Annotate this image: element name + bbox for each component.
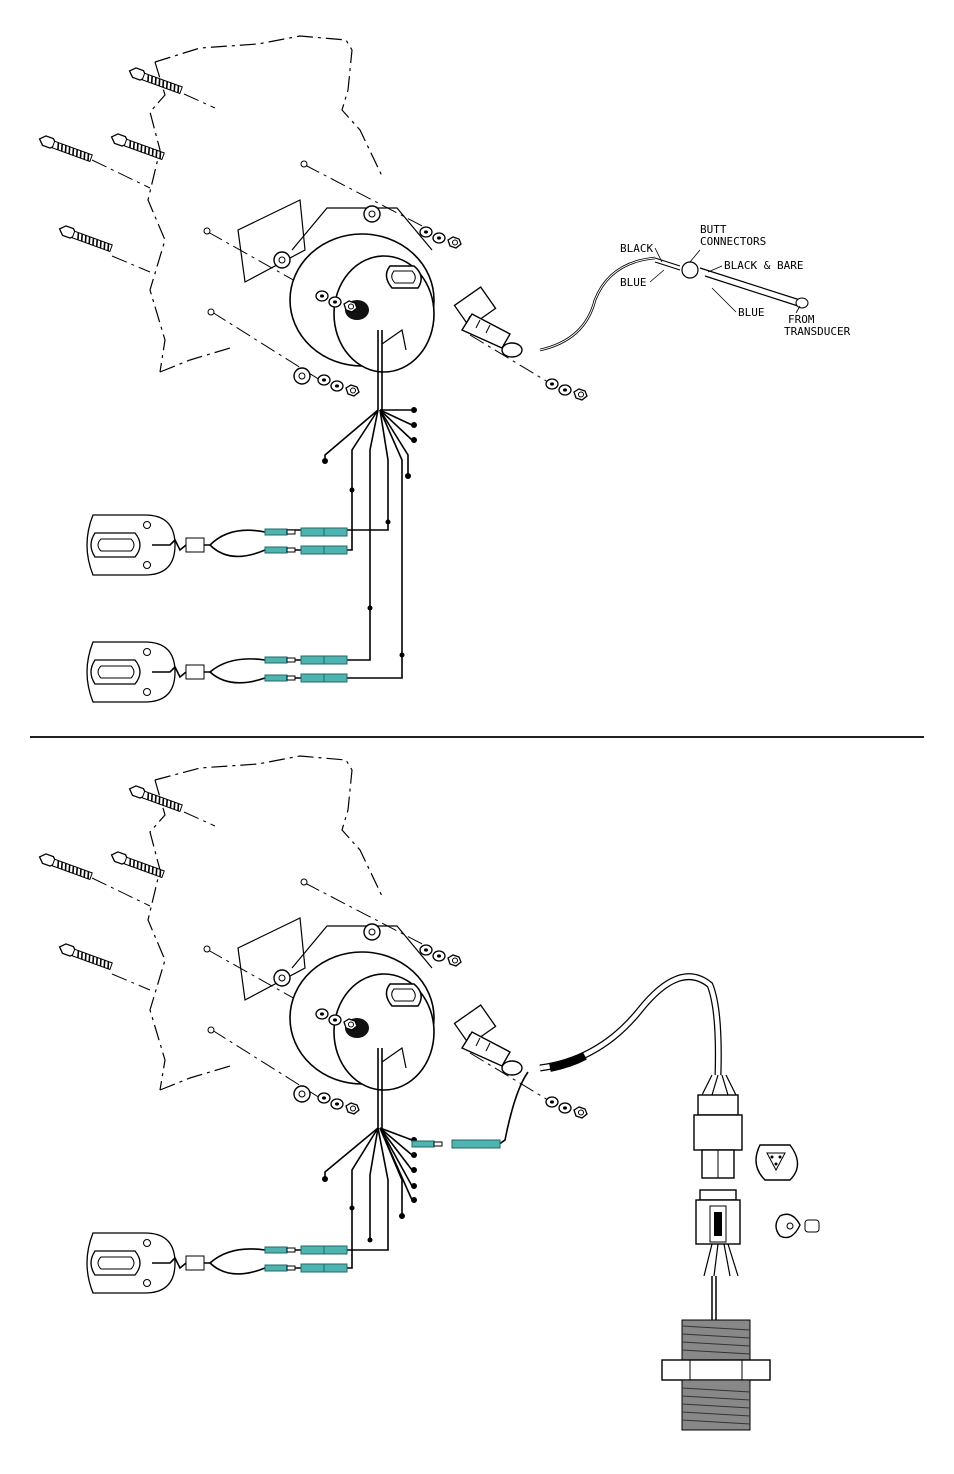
bullet-connector-icon xyxy=(265,674,347,682)
connector-end-view-icon xyxy=(756,1145,819,1238)
label-black: BLACK xyxy=(620,242,653,255)
bolt-icon xyxy=(110,132,165,160)
bullet-connector-icon xyxy=(265,656,347,664)
bolt-icon xyxy=(128,66,183,94)
mounting-template xyxy=(238,918,305,1000)
wire-labels: BLACK BUTT CONNECTORS BLACK & BARE BLUE … xyxy=(620,223,851,338)
label-blue-left: BLUE xyxy=(620,276,647,289)
label-black-bare: BLACK & BARE xyxy=(724,259,803,272)
transducer-icon xyxy=(662,1320,770,1430)
bullet-connector-icon xyxy=(265,528,347,536)
bullet-connector-icon xyxy=(265,546,347,554)
deutsch-connector-icon xyxy=(694,1075,742,1320)
washer-nut-icon xyxy=(318,1093,359,1114)
bullet-connector-icon xyxy=(265,1246,347,1254)
gauge-body xyxy=(274,924,522,1102)
gauge-body xyxy=(274,206,522,384)
label-transducer: TRANSDUCER xyxy=(784,325,851,338)
washer-nut-icon xyxy=(420,227,461,248)
bolt-icon xyxy=(110,850,165,878)
top-panel: BLACK BUTT CONNECTORS BLACK & BARE BLUE … xyxy=(38,36,851,702)
label-connectors: CONNECTORS xyxy=(700,235,766,248)
washer-nut-icon xyxy=(546,379,587,400)
bottom-panel xyxy=(38,756,819,1430)
bullet-connector-icon xyxy=(265,1264,347,1272)
bolt-icon xyxy=(38,852,93,880)
mounting-template xyxy=(238,200,305,282)
bolt-icon xyxy=(58,224,113,252)
label-blue-right: BLUE xyxy=(738,306,765,319)
washer-nut-icon xyxy=(420,945,461,966)
bolt-icon xyxy=(128,784,183,812)
washer-nut-icon xyxy=(318,375,359,396)
bolt-icon xyxy=(58,942,113,970)
washer-nut-icon xyxy=(546,1097,587,1118)
bolt-icon xyxy=(38,134,93,162)
